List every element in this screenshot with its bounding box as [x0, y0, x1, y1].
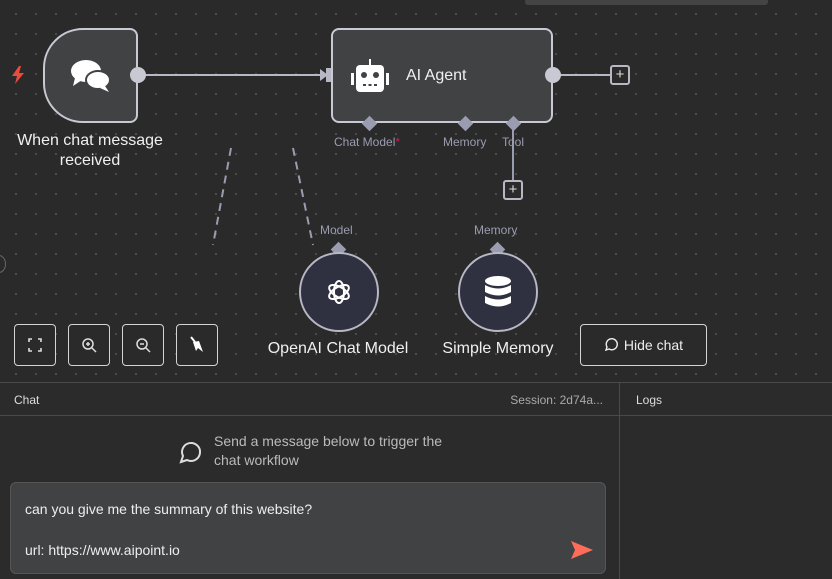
bolt-icon — [12, 66, 24, 84]
chat-bubbles-icon — [70, 59, 111, 92]
chat-title: Chat — [14, 393, 40, 407]
robot-icon — [351, 59, 389, 92]
zoom-out-button[interactable] — [122, 324, 164, 366]
node-openai-chat-model[interactable] — [299, 252, 379, 332]
chat-panel: Chat Session: 2d74a... Logs Send a messa… — [0, 382, 832, 579]
logs-panel: Logs — [619, 383, 832, 579]
connections — [138, 68, 610, 246]
chat-icon — [604, 338, 618, 352]
memory-port-label: Memory — [474, 223, 518, 237]
database-icon — [485, 276, 511, 307]
zoom-out-icon — [136, 338, 151, 353]
add-tool-button[interactable]: + — [503, 180, 523, 200]
logs-header: Logs — [620, 383, 832, 416]
chat-header: Chat Session: 2d74a... — [0, 383, 619, 416]
trigger-label: When chat message received — [17, 132, 163, 169]
memory-label: Simple Memory — [442, 340, 554, 357]
node-ai-agent[interactable]: AI Agent — [331, 28, 553, 123]
agent-output-handle[interactable] — [545, 67, 561, 83]
hide-chat-button[interactable]: Hide chat — [580, 324, 707, 366]
message-line-1: can you give me the summary of this webs… — [25, 501, 313, 517]
broom-icon — [190, 336, 203, 352]
agent-label: AI Agent — [406, 67, 467, 84]
trigger-output-handle[interactable] — [130, 67, 146, 83]
openai-port-label: Model — [320, 223, 353, 237]
chat-model-text: Chat Model — [334, 135, 396, 149]
fullscreen-icon — [28, 338, 42, 352]
required-marker: * — [395, 135, 401, 149]
add-node-button[interactable]: + — [610, 65, 630, 85]
message-line-2: url: https://www.aipoint.io — [25, 542, 180, 558]
logs-title: Logs — [636, 393, 663, 407]
openai-label: OpenAI Chat Model — [267, 340, 409, 357]
top-toolbar-fragment — [525, 0, 768, 5]
port-tool-label: Tool — [502, 135, 525, 149]
hide-chat-label: Hide chat — [623, 337, 684, 353]
openai-icon — [328, 280, 350, 304]
tidy-up-button[interactable] — [176, 324, 218, 366]
message-icon — [179, 442, 201, 464]
chat-hint: Send a message below to trigger the chat… — [214, 433, 443, 468]
send-icon[interactable] — [570, 540, 594, 560]
chat-input[interactable]: can you give me the summary of this webs… — [10, 482, 606, 574]
port-chat-model-label: Chat Model* — [334, 135, 400, 149]
fit-view-button[interactable] — [14, 324, 56, 366]
session-id[interactable]: Session: 2d74a... — [510, 393, 603, 407]
node-simple-memory[interactable] — [458, 252, 538, 332]
workflow-canvas[interactable]: When chat message received AI Agent + Ch… — [0, 0, 832, 382]
zoom-in-icon — [82, 338, 97, 353]
port-memory-label: Memory — [443, 135, 487, 149]
zoom-in-button[interactable] — [68, 324, 110, 366]
node-chat-trigger[interactable] — [43, 28, 138, 123]
